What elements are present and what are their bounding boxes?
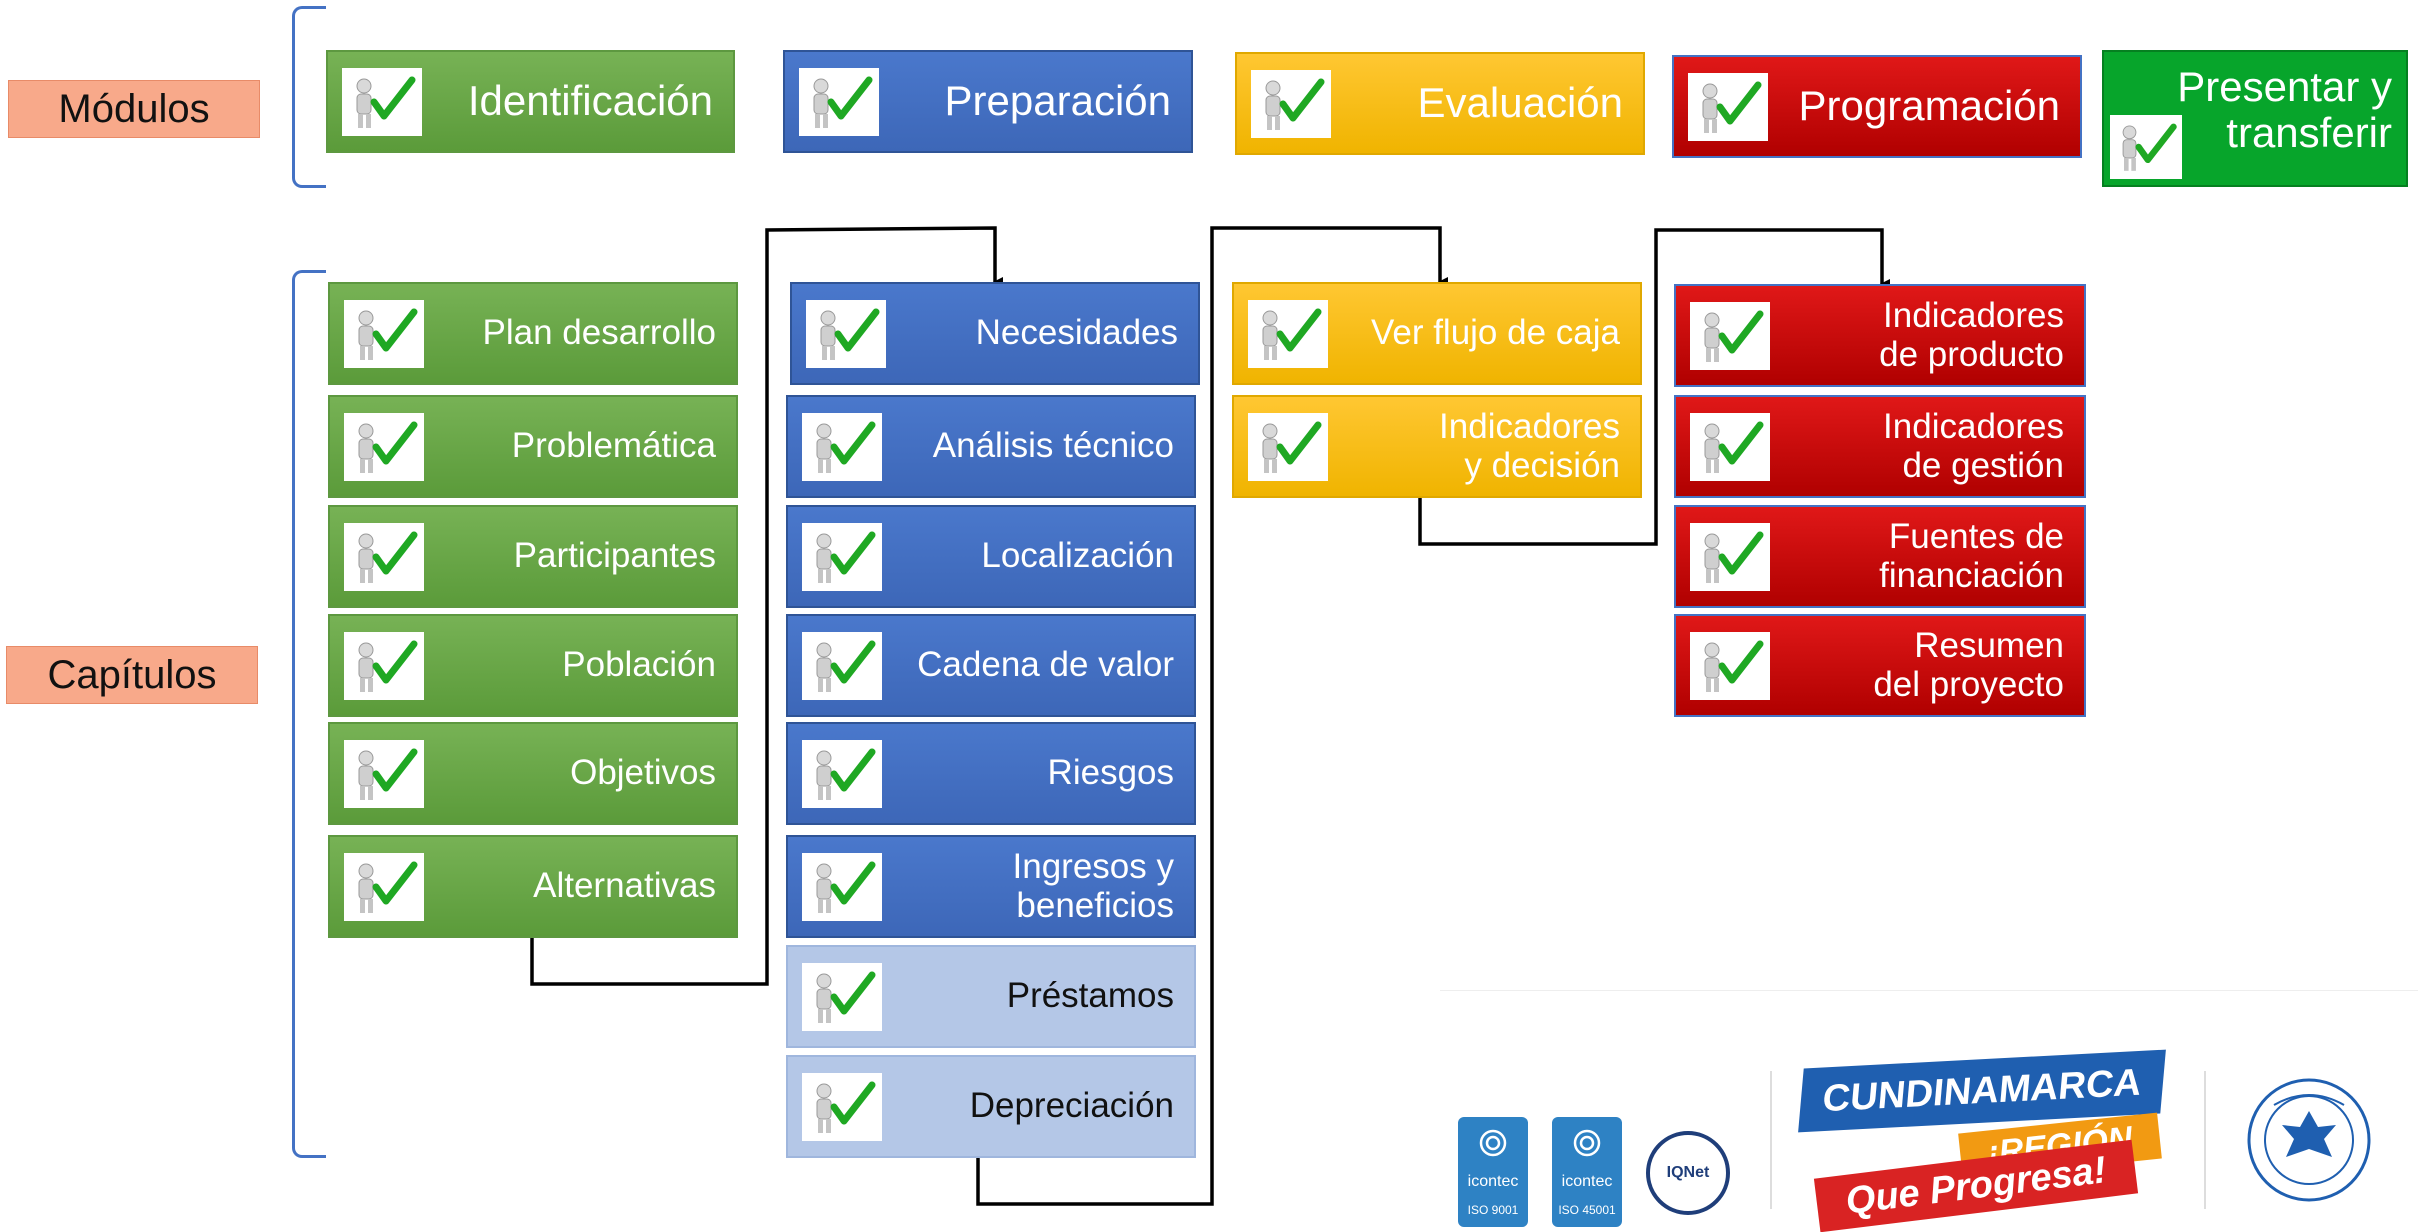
icontec-9001-logo: icontec ISO 9001 bbox=[1458, 1117, 1528, 1227]
chapter-label: Problemática bbox=[511, 426, 716, 466]
checkmark-person-icon bbox=[802, 962, 882, 1031]
checkmark-person-icon bbox=[1690, 631, 1770, 700]
chapter-resumen-del-proyecto[interactable]: Resumen del proyecto bbox=[1674, 614, 2086, 717]
chapter-plan-desarrollo[interactable]: Plan desarrollo bbox=[328, 282, 738, 385]
chapter-label: Objetivos bbox=[570, 753, 716, 793]
chapter-participantes[interactable]: Participantes bbox=[328, 505, 738, 608]
chapter-label: Resumen del proyecto bbox=[1873, 626, 2064, 704]
checkmark-person-icon bbox=[1690, 412, 1770, 481]
module-presentar-transferir[interactable]: Presentar y transferir bbox=[2102, 50, 2408, 187]
checkmark-person-icon bbox=[342, 67, 422, 136]
chapter-label: Ver flujo de caja bbox=[1370, 313, 1620, 353]
chapter-label: Indicadores y decisión bbox=[1439, 407, 1620, 485]
checkmark-person-icon bbox=[802, 522, 882, 591]
icontec-45001-logo: icontec ISO 45001 bbox=[1552, 1117, 1622, 1227]
chapter-label: Riesgos bbox=[1047, 753, 1174, 793]
logo-divider bbox=[2204, 1071, 2206, 1209]
chapter-label: Cadena de valor bbox=[917, 645, 1174, 685]
module-label: Evaluación bbox=[1417, 79, 1623, 127]
checkmark-person-icon bbox=[802, 1072, 882, 1141]
checkmark-person-icon bbox=[802, 631, 882, 700]
chapter-label: Préstamos bbox=[1006, 976, 1174, 1016]
checkmark-person-icon bbox=[802, 852, 882, 921]
modulos-bracket bbox=[292, 6, 326, 188]
module-label: Identificación bbox=[467, 77, 713, 125]
checkmark-person-icon bbox=[806, 299, 886, 368]
chapter-indicadores-de-producto[interactable]: Indicadores de producto bbox=[1674, 284, 2086, 387]
chapter-depreciacion[interactable]: Depreciación bbox=[786, 1055, 1196, 1158]
chapter-label: Análisis técnico bbox=[932, 426, 1174, 466]
capitulos-label: Capítulos bbox=[6, 646, 258, 704]
chapter-riesgos[interactable]: Riesgos bbox=[786, 722, 1196, 825]
chapter-ingresos-y-beneficios[interactable]: Ingresos y beneficios bbox=[786, 835, 1196, 938]
logo-divider bbox=[1770, 1071, 1772, 1209]
chapter-cadena-de-valor[interactable]: Cadena de valor bbox=[786, 614, 1196, 717]
connector-evaluacion-programacion bbox=[1418, 228, 1890, 546]
checkmark-person-icon bbox=[799, 67, 879, 136]
checkmark-person-icon bbox=[1690, 301, 1770, 370]
checkmark-person-icon bbox=[344, 852, 424, 921]
chapter-analisis-tecnico[interactable]: Análisis técnico bbox=[786, 395, 1196, 498]
logo-strip: icontec ISO 9001 icontec ISO 45001 IQNet… bbox=[1440, 990, 2418, 1232]
chapter-label: Necesidades bbox=[975, 313, 1178, 353]
chapter-label: Fuentes de financiación bbox=[1879, 517, 2064, 595]
chapter-label: Plan desarrollo bbox=[482, 313, 716, 353]
checkmark-person-icon bbox=[344, 739, 424, 808]
connector-preparacion-evaluacion bbox=[976, 226, 1448, 1206]
chapter-label: Depreciación bbox=[969, 1086, 1174, 1126]
chapter-localizacion[interactable]: Localización bbox=[786, 505, 1196, 608]
chapter-label: Alternativas bbox=[533, 866, 716, 906]
chapter-label: Localización bbox=[981, 536, 1174, 576]
chapter-label: Indicadores de gestión bbox=[1883, 407, 2064, 485]
module-preparacion[interactable]: Preparación bbox=[783, 50, 1193, 153]
chapter-ver-flujo-de-caja[interactable]: Ver flujo de caja bbox=[1232, 282, 1642, 385]
chapter-label: Ingresos y beneficios bbox=[1012, 847, 1174, 925]
chapter-label: Indicadores de producto bbox=[1879, 296, 2064, 374]
checkmark-person-icon bbox=[802, 412, 882, 481]
checkmark-person-icon bbox=[2110, 115, 2182, 179]
government-seal-logo bbox=[2244, 1075, 2374, 1205]
checkmark-person-icon bbox=[1688, 72, 1768, 141]
iqnet-logo: IQNet bbox=[1646, 1131, 1730, 1215]
chapter-problematica[interactable]: Problemática bbox=[328, 395, 738, 498]
chapter-indicadores-y-decision[interactable]: Indicadores y decisión bbox=[1232, 395, 1642, 498]
module-label: Programación bbox=[1798, 82, 2060, 130]
checkmark-person-icon bbox=[344, 299, 424, 368]
chapter-label: Población bbox=[562, 645, 716, 685]
module-evaluacion[interactable]: Evaluación bbox=[1235, 52, 1645, 155]
module-identificacion[interactable]: Identificación bbox=[326, 50, 735, 153]
chapter-indicadores-de-gestion[interactable]: Indicadores de gestión bbox=[1674, 395, 2086, 498]
modulos-label: Módulos bbox=[8, 80, 260, 138]
checkmark-person-icon bbox=[1248, 299, 1328, 368]
checkmark-person-icon bbox=[344, 522, 424, 591]
chapter-objetivos[interactable]: Objetivos bbox=[328, 722, 738, 825]
chapter-poblacion[interactable]: Población bbox=[328, 614, 738, 717]
capitulos-bracket bbox=[292, 270, 326, 1158]
checkmark-person-icon bbox=[1248, 412, 1328, 481]
checkmark-person-icon bbox=[1690, 522, 1770, 591]
module-label: Presentar y transferir bbox=[2177, 63, 2392, 157]
checkmark-person-icon bbox=[802, 739, 882, 808]
module-label: Preparación bbox=[944, 77, 1171, 125]
chapter-alternativas[interactable]: Alternativas bbox=[328, 835, 738, 938]
module-programacion[interactable]: Programación bbox=[1672, 55, 2082, 158]
checkmark-person-icon bbox=[1251, 69, 1331, 138]
chapter-label: Participantes bbox=[513, 536, 716, 576]
chapter-fuentes-de-financiacion[interactable]: Fuentes de financiación bbox=[1674, 505, 2086, 608]
chapter-necesidades[interactable]: Necesidades bbox=[790, 282, 1200, 385]
checkmark-person-icon bbox=[344, 631, 424, 700]
chapter-prestamos[interactable]: Préstamos bbox=[786, 945, 1196, 1048]
connector-identificacion-preparacion bbox=[530, 226, 1003, 986]
checkmark-person-icon bbox=[344, 412, 424, 481]
